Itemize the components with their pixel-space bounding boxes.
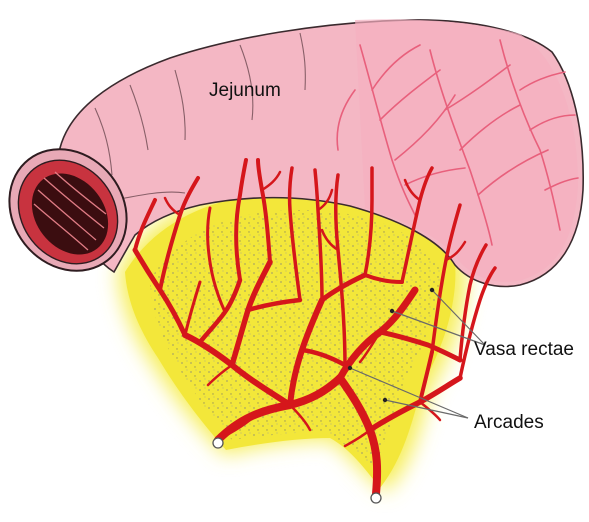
vessel-cut-end-icon	[213, 438, 223, 448]
vessel-cut-end-icon	[371, 493, 381, 503]
jejunum-label: Jejunum	[209, 80, 281, 102]
arcades-label: Arcades	[474, 412, 544, 434]
vasa-rectae-label: Vasa rectae	[474, 339, 574, 361]
